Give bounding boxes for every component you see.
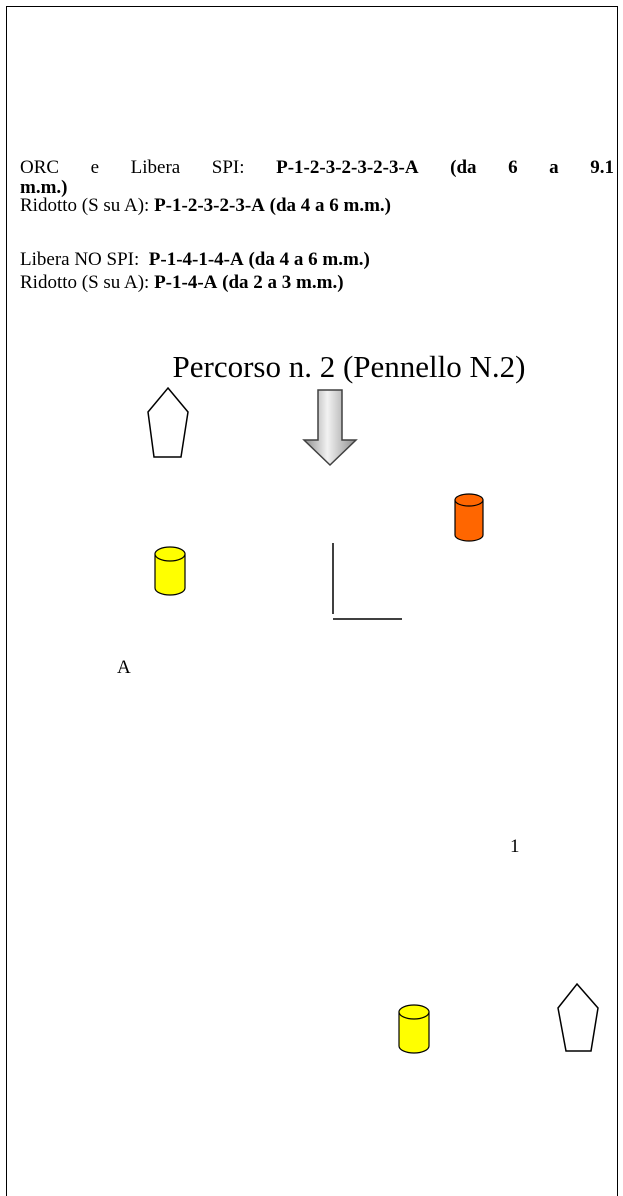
orange-buoy-icon [454,493,484,542]
route-ridotto-2-label: Ridotto (S su A): [20,272,155,293]
route-ridotto-2-line: Ridotto (S su A): P-1-4-A (da 2 a 3 m.m.… [20,273,344,293]
mark-1-label: 1 [510,836,520,857]
page-frame [6,6,618,1196]
course-title: Percorso n. 2 (Pennello N.2) [172,349,526,384]
start-line-icon [332,543,402,620]
route-ridotto-2-sequence: P-1-4-A [154,272,218,293]
route-libera-label: Libera NO SPI: [20,249,149,270]
route-ridotto-2-range: (da 2 a 3 m.m.) [222,272,344,293]
route-orc-sequence: P-1-2-3-2-3-2-3-A [276,157,419,178]
route-ridotto-1-label: Ridotto (S su A): [20,195,155,216]
route-ridotto-1-sequence: P-1-2-3-2-3-A [154,195,265,216]
yellow-buoy-icon [398,1004,430,1054]
route-orc-line: ORC e Libera SPI: P-1-2-3-2-3-2-3-A (da … [20,158,614,178]
route-ridotto-1-line: Ridotto (S su A): P-1-2-3-2-3-A (da 4 a … [20,196,391,216]
mark-a-label: A [117,657,131,678]
route-orc-text: ORC e Libera SPI: P-1-2-3-2-3-2-3-A (da … [20,158,614,178]
wind-arrow-icon [302,389,358,467]
pentagon-boat-icon [147,386,189,458]
route-libera-range: (da 4 a 6 m.m.) [248,249,370,270]
pentagon-boat-icon [557,982,599,1052]
route-orc-label: ORC e Libera SPI: [20,157,277,178]
route-orc-range-wrap: m.m.) [20,177,68,198]
route-orc-range: (da 6 a 9.1 [450,157,614,178]
route-libera-sequence: P-1-4-1-4-A [148,249,244,270]
route-libera-line: Libera NO SPI: P-1-4-1-4-A (da 4 a 6 m.m… [20,250,370,270]
yellow-buoy-icon [154,546,186,596]
route-ridotto-1-range: (da 4 a 6 m.m.) [269,195,392,216]
